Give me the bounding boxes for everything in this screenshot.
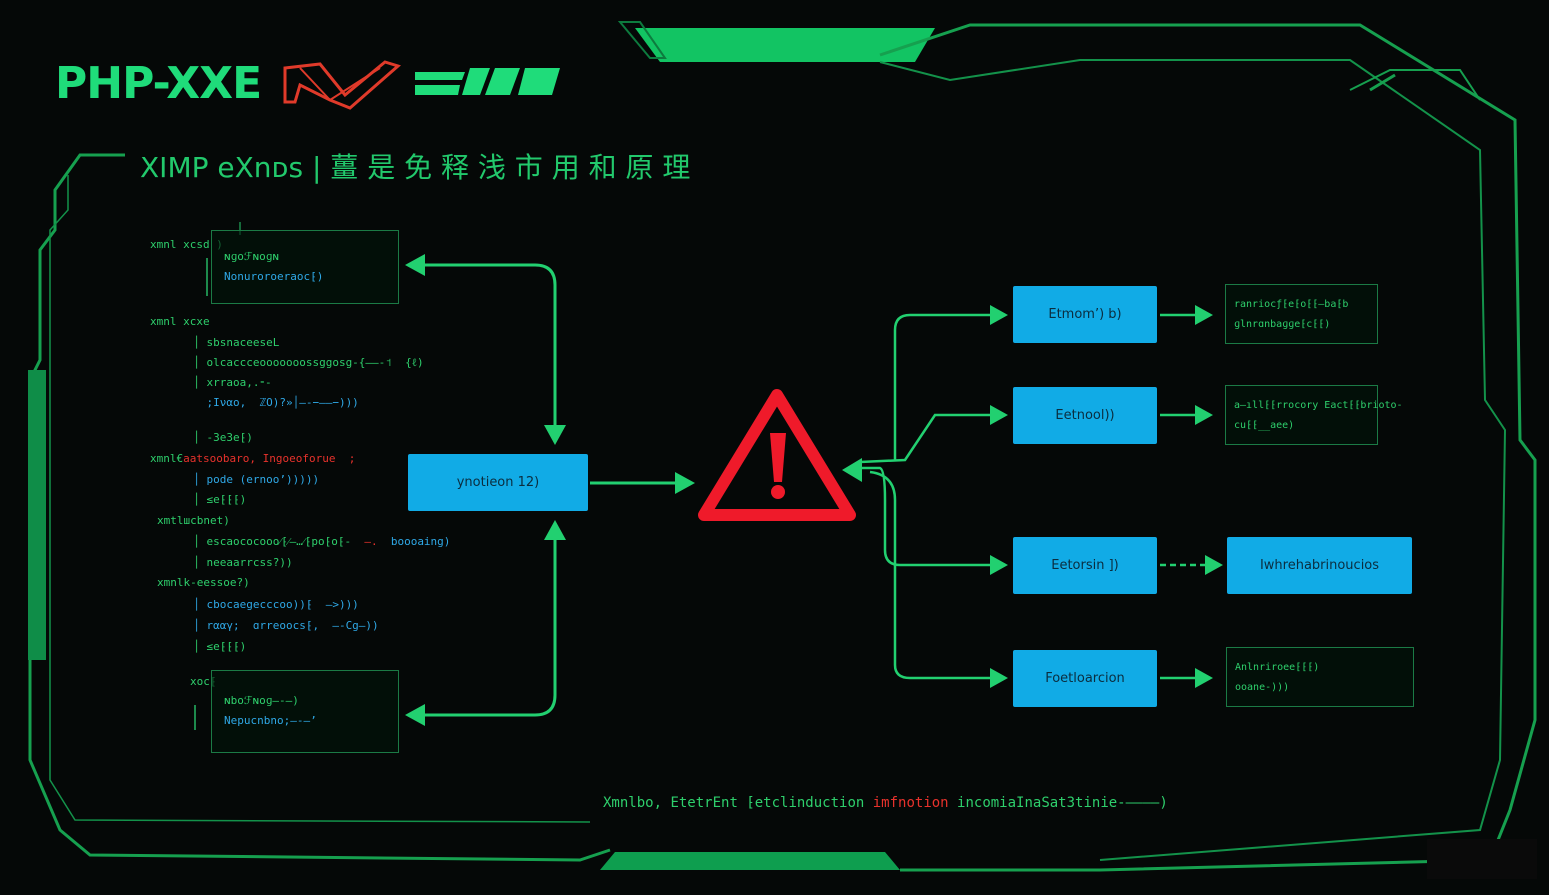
output-box-2-line2: cu⁅⁅__aee) (1234, 420, 1295, 431)
right-process-box-1: Etmom’) b) (1013, 286, 1157, 343)
code-line: │ ≤e⁅⁅⁅) (180, 640, 247, 653)
right-process-box-2: Eetnool)) (1013, 387, 1157, 444)
code-label-6: xoc⁅ (190, 675, 217, 688)
code-label-3-error: aatsoobaro, Ingoeoforue ; (183, 452, 356, 465)
output-box-1-line1: ranriocƒ⁅e⁅o⁅⁅—ba⁅b (1234, 299, 1349, 310)
code-line: │ sbsnaceeseL (180, 336, 280, 349)
code-line: │ rααγ; ɑrreoocs⁅, —‐Cg—)) (180, 619, 379, 632)
code-line: │ ‑3e3e⁅) (180, 431, 253, 444)
top-accent-bar (635, 28, 935, 62)
footer-caption: Xmnlbo, EtetrEnt ⁅etclinduction imfnotio… (603, 795, 1168, 811)
code-line: │ escaococooo⁄⁅⁄–…⁄⁅po⁅o⁅‐ —. boooaing) (180, 532, 450, 552)
corner-mask (1427, 839, 1537, 879)
warning-triangle-icon (698, 389, 856, 521)
code-line: │ pode (ernoo’))))) (180, 473, 320, 486)
output-box-1-line2: ɡlnrɑnbaɡɡe⁅c⁅⁅) (1234, 319, 1331, 330)
right-process-box-4: Foetloarcion (1013, 650, 1157, 707)
output-box-4-line2: ooane‐))) (1235, 682, 1290, 693)
logo-mark-green (415, 68, 560, 95)
output-box-4: Anlnriroee⁅⁅⁅) ooane‐))) (1226, 647, 1414, 707)
code-line: │ cbocaegecccoo))⁅ —>))) (180, 598, 359, 611)
output-box-2: a—ıll⁅⁅rrocory Eact⁅⁅brioto‐ cu⁅⁅__aee) (1225, 385, 1403, 445)
code-label-3: xmnl€aatsoobaro, Ingoeoforue ; (150, 449, 355, 469)
logo-mark-red (283, 60, 402, 110)
code-segment: │ escaococooo⁄⁅⁄–…⁄⁅po⁅o⁅‐ (180, 535, 352, 548)
footer-part-3: imfnotion (864, 795, 949, 811)
logo-text: PHP-XXE (55, 58, 262, 109)
right-process-box-3: Eetorsin ]) (1013, 537, 1157, 594)
code-label-2: xmnl xcxe (150, 315, 210, 328)
top-code-box-line2: Nonuroroeraoc⁅) (224, 270, 324, 283)
code-line: │ neeaarrcss?)) (180, 556, 293, 569)
bottom-accent-bar (600, 852, 900, 870)
center-process-box: ynotieon 12) (408, 454, 588, 511)
output-box-1: ranriocƒ⁅e⁅o⁅⁅—ba⁅b ɡlnrɑnbaɡɡe⁅c⁅⁅) (1225, 284, 1378, 344)
bottom-code-box: ɴboℱɴoɡ—‐—) Nepucnbno;—‐—’ (211, 670, 399, 753)
bottom-code-box-line2: Nepucnbno;—‐—’ (224, 714, 317, 727)
bottom-code-box-line1: ɴboℱɴoɡ—‐—) (224, 694, 299, 707)
code-label-3-prefix: xmnl€ (150, 452, 184, 465)
code-line: │ xrraoa,.⁃‐ (180, 376, 272, 389)
code-line: │ olcaccceooooooossggosg‐{——‐˦ {ℓ) (180, 356, 424, 369)
top-code-box-line1: ɴɡoℱɴoɡɴ (224, 250, 280, 263)
page-title: XIMP eXnᴅs | 薑 是 免 释 浅 市 用 和 原 理 (140, 151, 691, 184)
code-line: ;Iναο, ℤO)?»│—‐−–—−))) (180, 396, 359, 409)
output-box-2-line1: a—ıll⁅⁅rrocory Eact⁅⁅brioto‐ (1234, 400, 1403, 411)
code-segment: boooaing) (377, 535, 451, 548)
output-box-3: Iwhrehabrinoucios (1227, 537, 1412, 594)
footer-part-2: EtetrEnt ⁅etclinduction (662, 795, 865, 811)
output-box-4-line1: Anlnriroee⁅⁅⁅) (1235, 662, 1320, 673)
code-label-5: xmnlk‐eessoe?) (157, 576, 250, 589)
code-line: │ ≤e⁅⁅⁅) (180, 493, 247, 506)
top-code-box: ɴɡoℱɴoɡɴ Nonuroroeraoc⁅) (211, 230, 399, 304)
code-label-4: xmtlшсbnet) (157, 514, 230, 527)
footer-part-4: incomiaInaSat3tinie‐————) (948, 795, 1168, 811)
footer-part-1: Xmnlbo, (603, 795, 663, 811)
code-segment: —. (351, 535, 378, 548)
